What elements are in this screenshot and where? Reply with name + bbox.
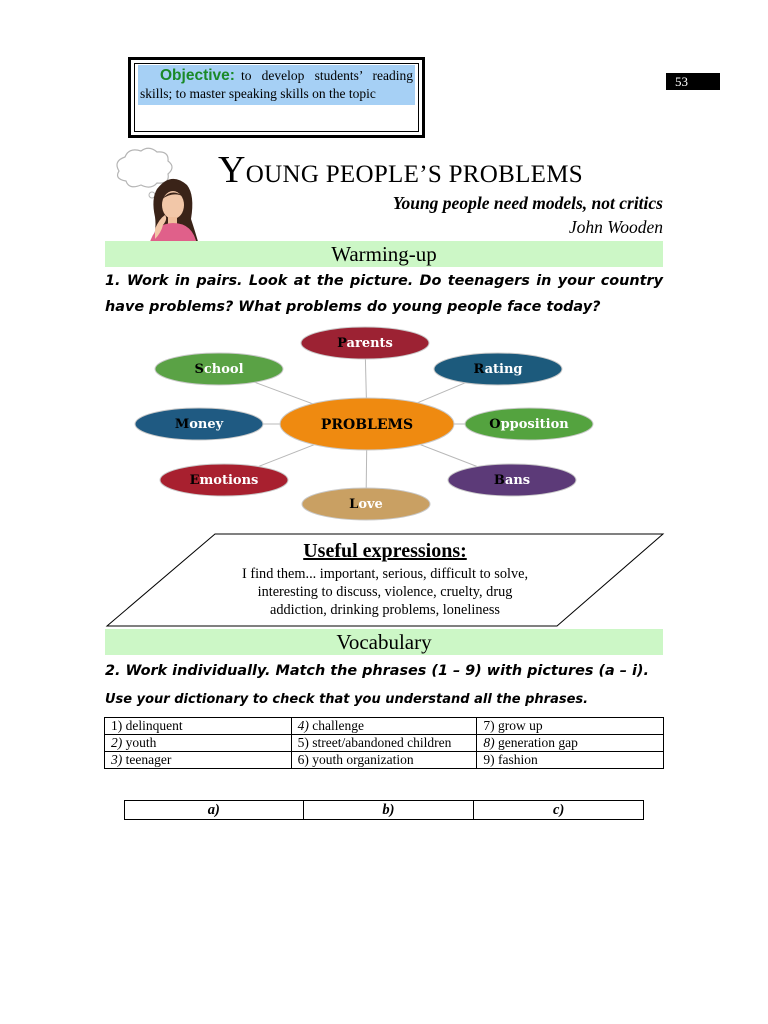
table-cell: 8) generation gap [476,734,664,752]
node-label: Money [175,417,224,432]
node-shape [159,463,289,497]
title-rest: OUNG PEOPLE’S PROBLEMS [245,161,583,188]
node-label: Parents [337,336,393,351]
vocabulary-table: 1) delinquent 4) challenge 7) grow up 2)… [104,717,664,769]
node-label: Bans [494,473,530,488]
mind-map-node-opposition: Opposition [464,407,594,441]
girl-figure [149,178,199,245]
node-shape [300,326,430,360]
node-shape [134,407,264,441]
section-heading-warming-up: Warming-up [105,241,663,267]
quote: Young people need models, not critics [392,193,663,213]
node-shape [464,407,594,441]
answer-cell-b: b) [302,800,475,820]
table-cell: 3) teenager [104,751,292,769]
mind-map-node-rating: Rating [433,352,563,386]
section-heading-vocabulary: Vocabulary [105,629,663,655]
table-cell: 5) street/abandoned children [290,734,478,752]
node-label: Love [349,497,383,512]
table-row: a) b) c) [124,800,644,820]
title-first-letter: Y [218,149,246,191]
table-row: 3) teenager 6) youth organization 9) fas… [104,751,664,769]
table-cell: 6) youth organization [290,751,478,769]
node-shape [433,352,563,386]
table-cell: 1) delinquent [104,717,292,735]
center-label: PROBLEMS [321,417,413,433]
useful-line: addiction, drinking problems, loneliness [270,602,500,618]
quote-author: John Wooden [568,217,663,237]
node-shape [301,487,431,521]
node-label: Opposition [489,417,569,432]
task-1-instruction: 1. Work in pairs. Look at the picture. D… [105,273,663,315]
table-row: 1) delinquent 4) challenge 7) grow up [104,717,664,735]
task-2-note: Use your dictionary to check that you un… [105,692,589,707]
objective-text: to develop students’ reading skills; to … [140,68,413,101]
useful-expressions-box [105,533,665,627]
task-2-instruction: 2. Work individually. Match the phrases … [105,663,649,679]
node-shape [447,463,577,497]
mind-map-node-emotions: Emotions [159,463,289,497]
useful-line: interesting to discuss, violence, cruelt… [257,584,513,600]
table-cell: 4) challenge [290,717,478,735]
answer-cell-a: a) [124,800,304,820]
useful-expressions-text: I find them... important, serious, diffi… [205,565,565,619]
useful-line: I find them... important, serious, diffi… [241,566,529,582]
objective-fill: Objective:to develop students’ reading s… [138,65,415,105]
node-shape [154,352,284,386]
page-number: 53 [666,73,720,90]
node-label: Emotions [190,473,259,488]
table-cell: 9) fashion [476,751,664,769]
objective-box: Objective:to develop students’ reading s… [134,63,419,132]
answer-cell-c: c) [473,800,644,820]
table-cell: 7) grow up [476,717,664,735]
mind-map-node-money: Money [134,407,264,441]
mind-map-node-bans: Bans [447,463,577,497]
mind-map-node-school: School [154,352,284,386]
thinking-girl-illustration [116,147,199,245]
objective-label: Objective: [160,67,235,84]
mind-map-center: PROBLEMS [279,397,455,451]
useful-expressions-title: Useful expressions: [303,540,467,562]
answer-table: a) b) c) [124,800,644,820]
page-title: YOUNG PEOPLE’S PROBLEMS [218,148,583,192]
table-row: 2) youth 5) street/abandoned children 8)… [104,734,664,752]
node-label: School [194,362,243,377]
objective-box-frame [128,57,425,138]
mind-map-node-love: Love [301,487,431,521]
mind-map-node-parents: Parents [300,326,430,360]
table-cell: 2) youth [104,734,292,752]
node-label: Rating [473,362,522,377]
problems-mind-map: Parents Rating Opposition Bans Love Emot… [134,326,594,521]
